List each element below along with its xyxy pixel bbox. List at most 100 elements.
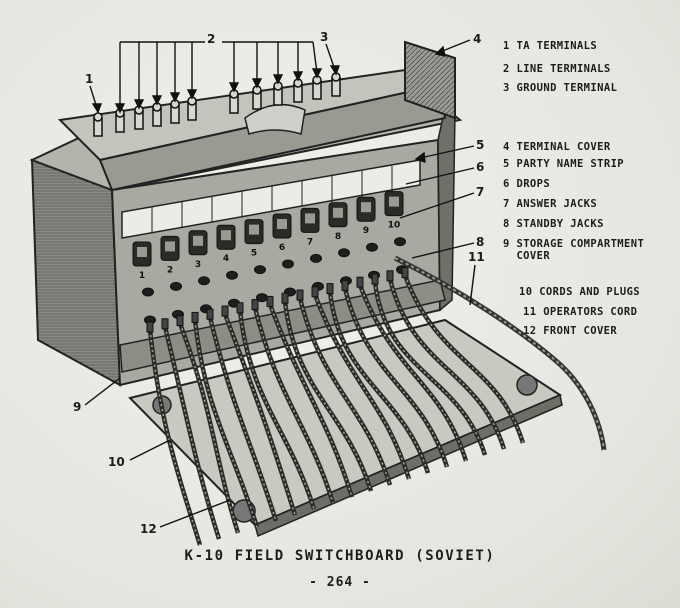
cord[interactable] (146, 321, 203, 546)
drop[interactable]: 1 (132, 241, 152, 281)
plug[interactable] (251, 299, 259, 311)
answer-jack[interactable] (198, 276, 210, 286)
drop[interactable]: 4 (216, 224, 236, 264)
plug[interactable] (326, 283, 334, 295)
legend-item-12: 12 FRONT COVER (523, 325, 618, 337)
callout-11: 11 (468, 250, 485, 264)
cord[interactable] (371, 273, 488, 456)
answer-jack[interactable] (254, 265, 266, 275)
callout-3: 3 (320, 30, 329, 44)
callout-7: 7 (476, 185, 485, 199)
drop[interactable]: 3 (188, 230, 208, 270)
drop-number: 1 (139, 271, 145, 281)
drop[interactable]: 10 (384, 191, 404, 231)
drop-number: 5 (251, 249, 257, 259)
cords-and-plugs (146, 267, 526, 546)
drops-row: 1 2 3 4 5 6 7 8 9 10 (132, 191, 404, 281)
drop[interactable]: 5 (244, 219, 264, 259)
cord[interactable] (401, 267, 526, 444)
legend-item-4: 4 TERMINAL COVER (503, 141, 611, 153)
callout-6: 6 (476, 160, 485, 174)
plug[interactable] (266, 295, 274, 307)
callout-2: 2 (207, 32, 216, 46)
cord[interactable] (236, 302, 317, 510)
answer-jack[interactable] (170, 281, 182, 291)
cord[interactable] (206, 308, 279, 522)
callout-5: 5 (476, 138, 485, 152)
drop[interactable]: 9 (356, 196, 376, 236)
plug[interactable] (356, 276, 364, 288)
plug[interactable] (176, 315, 184, 327)
drop[interactable]: 7 (300, 207, 320, 247)
legend-item-2: 2 LINE TERMINALS (503, 63, 611, 75)
answer-jack[interactable] (142, 287, 154, 297)
terminal-cover (57, 40, 456, 192)
plug[interactable] (311, 286, 319, 298)
legend-item-3: 3 GROUND TERMINAL (503, 82, 618, 94)
figure-title: K-10 FIELD SWITCHBOARD (SOVIET) (184, 548, 496, 564)
cord[interactable] (296, 289, 393, 486)
cord[interactable] (266, 295, 355, 498)
plug[interactable] (341, 279, 349, 291)
drop-number: 9 (363, 226, 369, 236)
legend-item-1: 1 TA TERMINALS (503, 40, 598, 52)
answer-jacks-row (142, 237, 406, 297)
plug[interactable] (296, 289, 304, 301)
plug[interactable] (371, 273, 379, 285)
legend-item-7: 7 ANSWER JACKS (503, 198, 598, 210)
answer-jack[interactable] (366, 242, 378, 252)
drop-number: 2 (167, 265, 173, 275)
drop[interactable]: 6 (272, 213, 292, 253)
legend-item-8: 8 STANDBY JACKS (503, 218, 604, 230)
answer-jack[interactable] (310, 253, 322, 263)
callout-9: 9 (73, 400, 82, 414)
cord[interactable] (281, 292, 374, 492)
answer-jack[interactable] (394, 237, 406, 247)
cord[interactable] (356, 276, 469, 462)
callout-4: 4 (473, 32, 482, 46)
answer-jack[interactable] (226, 270, 238, 280)
plug[interactable] (146, 321, 154, 333)
legend-item-6: 6 DROPS (503, 178, 551, 190)
answer-jack[interactable] (282, 259, 294, 269)
drop[interactable]: 2 (160, 235, 180, 275)
cord[interactable] (191, 311, 260, 528)
cord[interactable] (386, 270, 507, 450)
page-number: - 264 - (309, 575, 371, 590)
callout-10: 10 (108, 455, 125, 469)
plug[interactable] (191, 311, 199, 323)
plug[interactable] (281, 292, 289, 304)
party-name-strip (121, 159, 421, 239)
plug[interactable] (206, 308, 214, 320)
cord[interactable] (221, 305, 298, 516)
plug[interactable] (236, 302, 244, 314)
legend-item-5: 5 PARTY NAME STRIP (503, 158, 625, 170)
cord[interactable] (311, 286, 412, 480)
drop-number: 4 (223, 254, 229, 264)
operators-cord (393, 255, 607, 451)
drop[interactable]: 8 (328, 202, 348, 242)
cord[interactable] (176, 315, 241, 534)
plug[interactable] (161, 318, 169, 330)
plug[interactable] (401, 267, 409, 279)
drop-number: 7 (307, 237, 313, 247)
plug[interactable] (386, 270, 394, 282)
callout-1: 1 (85, 72, 94, 86)
cord[interactable] (326, 283, 431, 474)
callout-8: 8 (476, 235, 485, 249)
cord[interactable] (251, 299, 336, 504)
legend-item-9: 9 STORAGE COMPARTMENT COVER (503, 238, 645, 263)
callout-12: 12 (140, 522, 157, 536)
drop-number: 8 (335, 232, 341, 242)
plug[interactable] (221, 305, 229, 317)
answer-jack[interactable] (338, 248, 350, 258)
cord[interactable] (161, 318, 222, 540)
drop-number: 6 (279, 243, 285, 253)
legend-item-11: 11 OPERATORS CORD (523, 306, 638, 318)
drop-number: 3 (195, 260, 201, 270)
legend-item-10: 10 CORDS AND PLUGS (519, 286, 641, 298)
drop-number: 10 (388, 221, 401, 231)
cord[interactable] (341, 279, 450, 468)
